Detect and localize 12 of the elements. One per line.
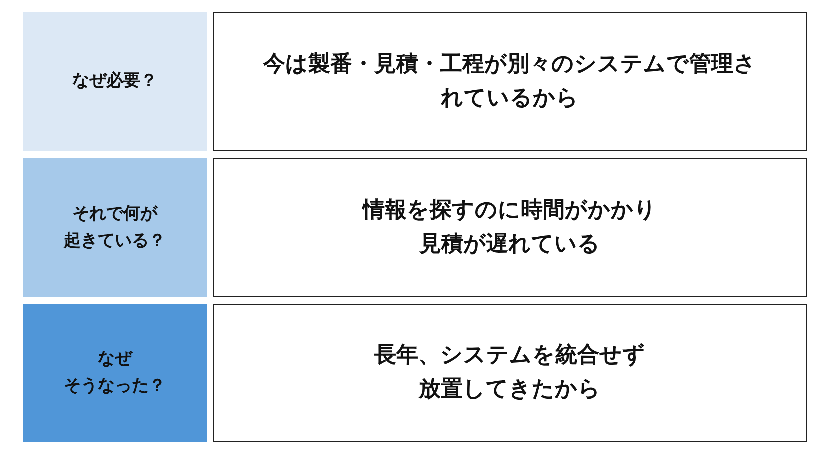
answer-text: 情報を探すのに時間がかかり見積が遅れている xyxy=(363,196,657,258)
question-box xyxy=(23,158,207,297)
question-text: なぜ必要？ xyxy=(72,70,158,93)
answer-box xyxy=(213,304,807,442)
question-text: なぜそうなった？ xyxy=(64,348,166,398)
answer-box xyxy=(213,158,807,297)
answer-text: 今は製番・見積・工程が別々のシステムで管理されているから xyxy=(264,50,756,112)
question-box xyxy=(23,12,207,151)
answer-box xyxy=(213,12,807,151)
question-text: それで何が起きている？ xyxy=(64,202,166,252)
answer-text: 長年、システムを統合せず放置してきたから xyxy=(374,342,646,404)
question-box xyxy=(23,304,207,442)
